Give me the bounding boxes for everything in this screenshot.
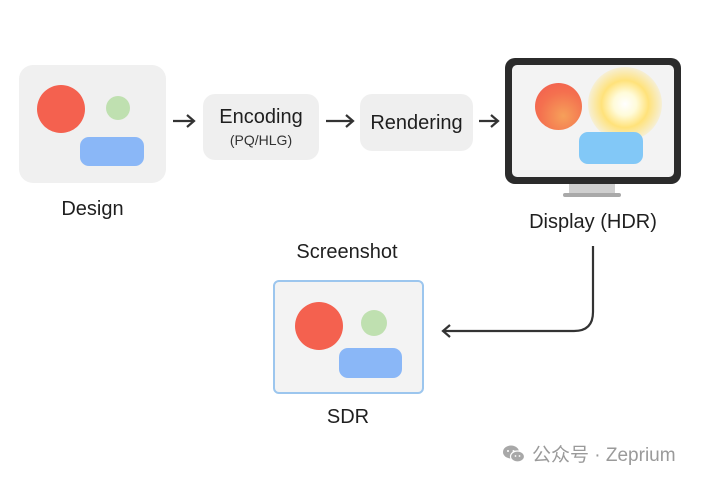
wechat-icon: [503, 445, 526, 463]
encoding-title: Encoding: [219, 105, 303, 128]
rendering-box: Rendering: [360, 94, 473, 151]
design-card: [19, 65, 166, 183]
design-label: Design: [61, 198, 124, 220]
arrow-display-to-screenshot: [441, 246, 595, 338]
sdr-label: SDR: [326, 406, 370, 428]
hdr-monitor: [505, 58, 681, 184]
monitor-stand-neck: [569, 184, 615, 193]
watermark-text: 公众号 · Zeprium: [532, 445, 676, 466]
sdr-green-circle: [361, 310, 387, 336]
blue-rect: [80, 137, 144, 166]
watermark: 公众号 · Zeprium: [502, 440, 676, 467]
arrow-design-to-encoding: [173, 114, 196, 128]
hdr-glow: [588, 67, 662, 141]
hdr-red-circle: [535, 83, 582, 130]
monitor-stand-base: [563, 193, 621, 197]
sdr-card: [273, 280, 424, 394]
display-label: Display (HDR): [529, 211, 657, 233]
red-circle: [37, 85, 85, 133]
hdr-blue-rect: [579, 132, 643, 164]
arrow-rendering-to-display: [479, 114, 500, 128]
arrow-encoding-to-rendering: [326, 114, 355, 128]
encoding-subtitle: (PQ/HLG): [229, 131, 293, 148]
encoding-box: Encoding (PQ/HLG): [203, 94, 319, 160]
monitor-screen: [512, 65, 674, 177]
green-circle: [106, 96, 130, 120]
sdr-blue-rect: [339, 348, 402, 378]
sdr-red-circle: [295, 302, 343, 350]
rendering-title: Rendering: [370, 111, 463, 134]
screenshot-title: Screenshot: [296, 241, 398, 263]
